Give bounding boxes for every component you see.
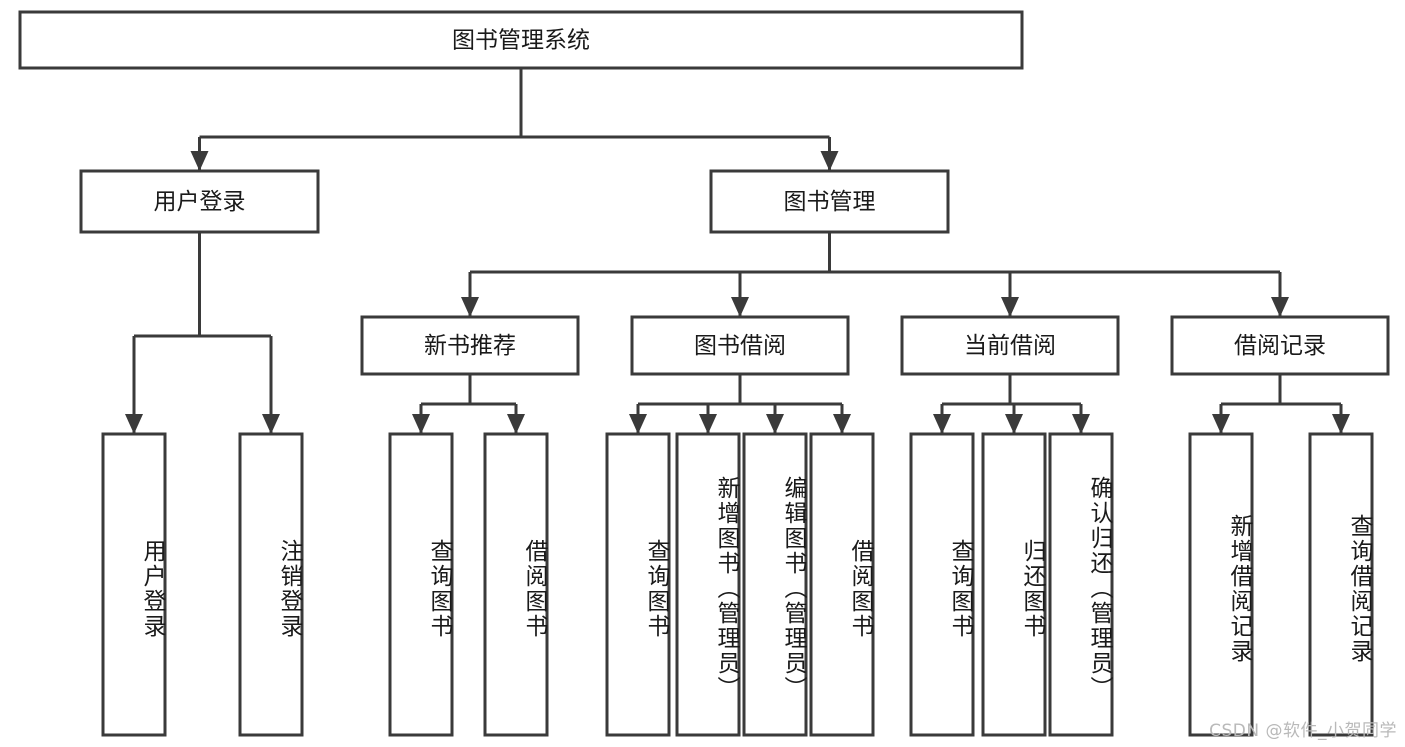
node-box-borrow-record[interactable] <box>1170 315 1390 376</box>
arrow-head-icon <box>125 414 143 434</box>
node-box-new-book-recommend[interactable] <box>360 315 580 376</box>
node-box-leaf-query-book-bor[interactable] <box>605 432 671 737</box>
node-box-leaf-query-book-cur[interactable] <box>909 432 975 737</box>
node-label-user-login: 用户登录 <box>154 189 246 215</box>
arrow-head-icon <box>933 414 951 434</box>
node-box-leaf-user-login[interactable] <box>101 432 167 737</box>
node-box-user-login[interactable] <box>79 169 320 234</box>
arrow-head-icon <box>1072 414 1090 434</box>
node-box-leaf-add-book[interactable] <box>675 432 741 737</box>
arrow-head-icon <box>412 414 430 434</box>
connector-layer <box>125 68 1350 434</box>
arrow-head-icon <box>1005 414 1023 434</box>
node-label-book-borrow: 图书借阅 <box>694 333 786 359</box>
arrow-head-icon <box>766 414 784 434</box>
node-box-leaf-return-book[interactable] <box>981 432 1047 737</box>
node-box-current-borrow[interactable] <box>900 315 1120 376</box>
node-box-leaf-query-book-rec[interactable] <box>388 432 454 737</box>
node-label-borrow-record: 借阅记录 <box>1234 333 1326 359</box>
node-label-root: 图书管理系统 <box>452 28 590 54</box>
arrow-head-icon <box>1001 297 1019 317</box>
node-box-root[interactable] <box>18 10 1024 70</box>
arrow-head-icon <box>629 414 647 434</box>
arrow-head-icon <box>1332 414 1350 434</box>
box-layer <box>18 10 1390 737</box>
node-box-leaf-edit-book[interactable] <box>742 432 808 737</box>
csdn-watermark: CSDN @软件_小贺同学 <box>1209 721 1397 741</box>
arrow-head-icon <box>1271 297 1289 317</box>
arrow-head-icon <box>731 297 749 317</box>
arrow-head-icon <box>507 414 525 434</box>
node-box-leaf-borrow-book-rec[interactable] <box>483 432 549 737</box>
node-box-leaf-query-record[interactable] <box>1308 432 1374 737</box>
arrow-head-icon <box>820 151 839 171</box>
arrow-head-icon <box>461 297 479 317</box>
arrow-head-icon <box>190 151 209 171</box>
arrow-head-icon <box>833 414 851 434</box>
arrow-head-icon <box>262 414 280 434</box>
node-box-leaf-logout[interactable] <box>238 432 304 737</box>
node-label-current-borrow: 当前借阅 <box>964 333 1056 359</box>
node-box-leaf-borrow-book-bor[interactable] <box>809 432 875 737</box>
arrow-head-icon <box>1212 414 1230 434</box>
node-box-book-manage[interactable] <box>709 169 950 234</box>
node-box-book-borrow[interactable] <box>630 315 850 376</box>
node-box-leaf-confirm-return[interactable] <box>1048 432 1114 737</box>
node-label-book-manage: 图书管理 <box>784 189 876 215</box>
arrow-head-icon <box>699 414 717 434</box>
node-box-leaf-add-record[interactable] <box>1188 432 1254 737</box>
node-label-new-book-recommend: 新书推荐 <box>424 333 516 359</box>
